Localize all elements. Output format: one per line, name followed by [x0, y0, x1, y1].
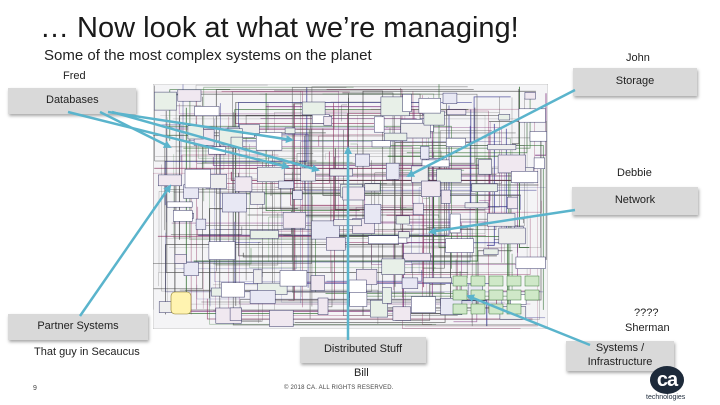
copyright: © 2018 CA. ALL RIGHTS RESERVED. [284, 385, 394, 391]
ca-logo: ca technologies [646, 366, 692, 404]
label-fred: Fred [63, 70, 86, 82]
slide-title: … Now look at what we’re managing! [40, 12, 519, 44]
ca-logo-wordmark: technologies [646, 394, 686, 401]
label-bill: Bill [354, 367, 369, 379]
architecture-diagram [153, 84, 548, 329]
callout-partner-systems: Partner Systems [8, 314, 148, 340]
ca-logo-mark: ca [650, 366, 684, 394]
label-john: John [626, 52, 650, 64]
label-unknown: ???? [634, 307, 659, 319]
slide-subtitle: Some of the most complex systems on the … [44, 47, 372, 64]
label-sherman: Sherman [625, 322, 670, 334]
label-secaucus: That guy in Secaucus [34, 346, 140, 358]
callout-distributed-stuff: Distributed Stuff [300, 337, 426, 363]
callout-network: Network [572, 187, 698, 215]
callout-systems-infrastructure: Systems / Infrastructure [566, 341, 674, 371]
callout-storage: Storage [573, 68, 697, 96]
callout-databases: Databases [8, 88, 136, 114]
page-number: 9 [33, 385, 37, 392]
label-debbie: Debbie [617, 167, 652, 179]
